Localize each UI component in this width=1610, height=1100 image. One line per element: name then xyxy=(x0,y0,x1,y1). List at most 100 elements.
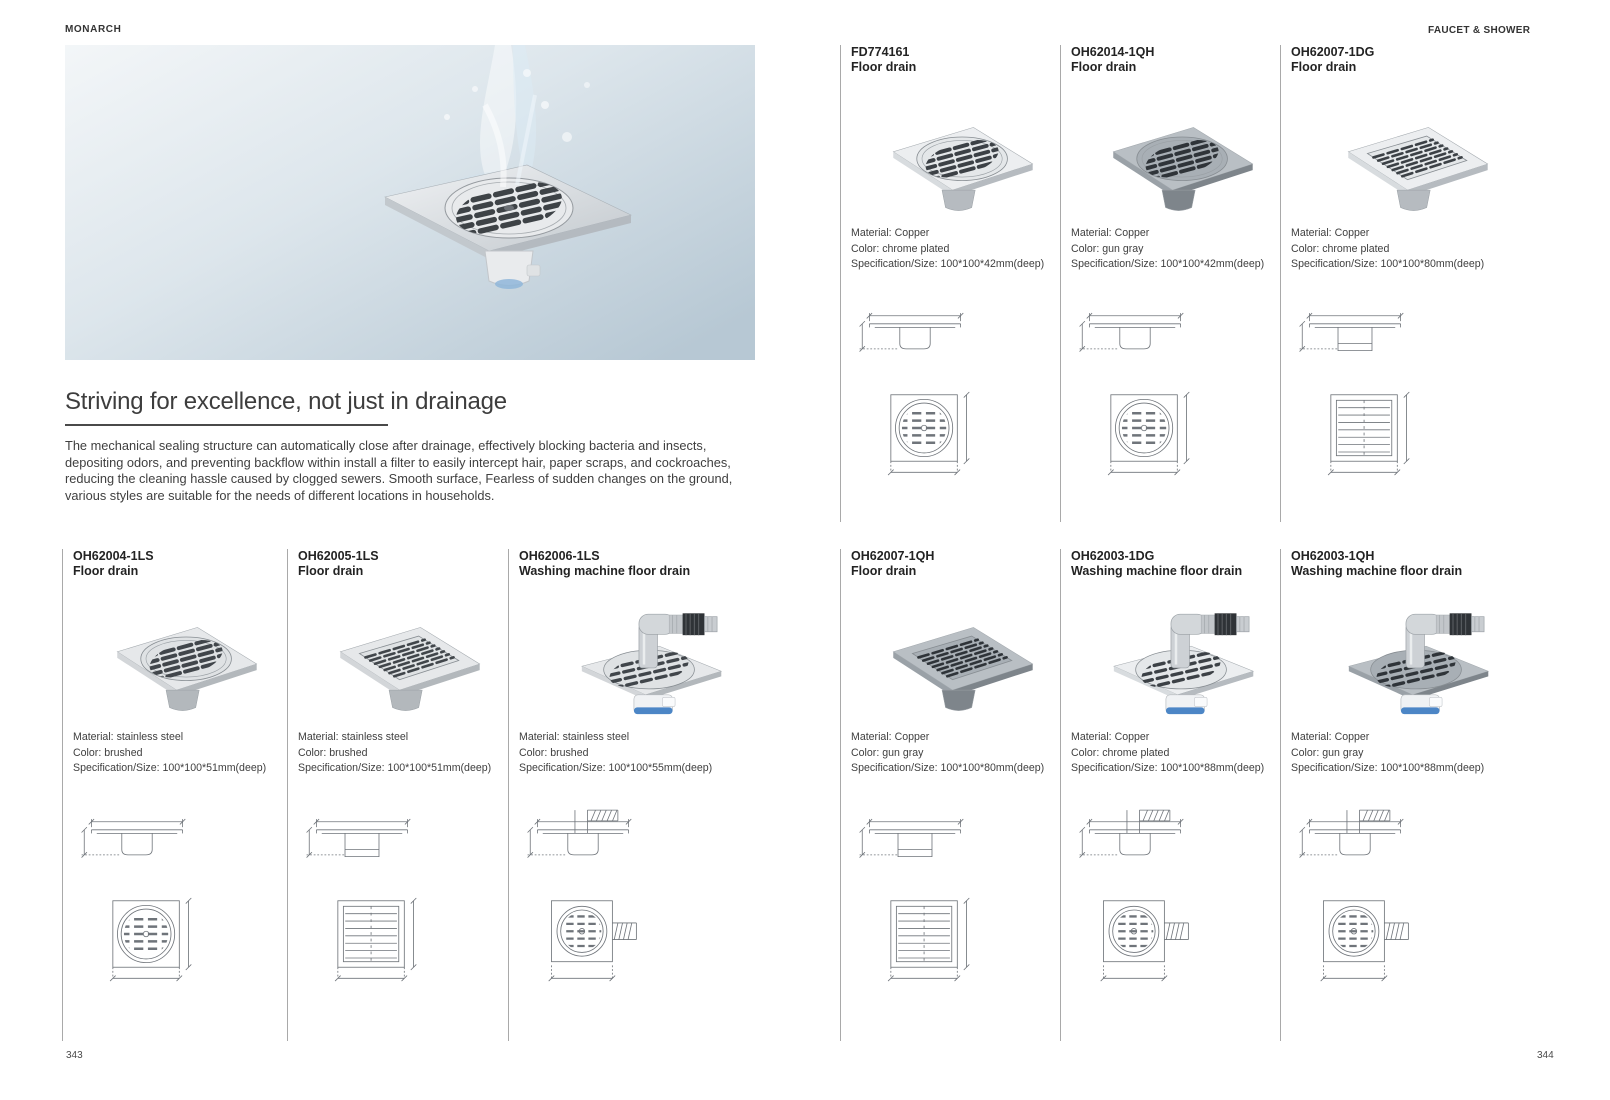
product-code: OH62006-1LS xyxy=(519,549,600,563)
product-color: Color: chrome plated xyxy=(851,242,950,255)
brand-label: MONARCH xyxy=(65,24,122,35)
product-size: Specification/Size: 100*100*42mm(deep) xyxy=(1071,258,1265,270)
category-label: FAUCET & SHOWER xyxy=(1428,25,1531,36)
product-color: Color: chrome plated xyxy=(1071,746,1170,759)
page-number-left: 343 xyxy=(66,1050,83,1061)
product-card: OH62007-1QH Floor drain Material: Copper… xyxy=(840,549,1060,1041)
top-view-drawing xyxy=(533,890,768,995)
product-photo xyxy=(851,594,1060,720)
product-size: Specification/Size: 100*100*51mm(deep) xyxy=(73,762,267,774)
top-view-drawing xyxy=(1085,384,1280,489)
product-photo xyxy=(519,594,768,720)
product-header: OH62007-1QH Floor drain xyxy=(851,549,1060,578)
top-view-drawing xyxy=(87,890,287,995)
product-name: Washing machine floor drain xyxy=(1291,563,1463,578)
product-header: OH62006-1LS Washing machine floor drain xyxy=(519,549,768,578)
product-specs: Material: Copper Color: gun gray Specifi… xyxy=(1291,730,1530,777)
product-material: Material: Copper xyxy=(851,731,930,743)
product-photo xyxy=(1071,594,1280,720)
product-photo xyxy=(1291,594,1530,720)
product-name: Floor drain xyxy=(298,563,364,578)
product-header: FD774161 Floor drain xyxy=(851,45,1060,74)
product-material: Material: stainless steel xyxy=(73,731,184,743)
product-code: OH62004-1LS xyxy=(73,549,154,563)
product-size: Specification/Size: 100*100*88mm(deep) xyxy=(1291,762,1485,774)
product-color: Color: brushed xyxy=(519,746,589,759)
product-size: Specification/Size: 100*100*88mm(deep) xyxy=(1071,762,1265,774)
product-name: Floor drain xyxy=(851,59,917,74)
product-photo xyxy=(1071,96,1280,218)
product-color: Color: gun gray xyxy=(1291,746,1364,759)
product-card: OH62006-1LS Washing machine floor drain xyxy=(508,549,768,1041)
product-header: OH62004-1LS Floor drain xyxy=(73,549,287,578)
product-specs: Material: stainless steel Color: brushed… xyxy=(73,730,287,777)
product-header: OH62007-1DG Floor drain xyxy=(1291,45,1530,74)
product-photo xyxy=(1291,96,1530,218)
product-code: OH62007-1QH xyxy=(851,549,935,563)
product-card: OH62014-1QH Floor drain Material: Copper… xyxy=(1060,45,1280,522)
product-header: OH62005-1LS Floor drain xyxy=(298,549,508,578)
hero-image xyxy=(65,45,755,360)
product-name: Floor drain xyxy=(1291,59,1357,74)
bottom-left-products-section: OH62004-1LS Floor drain Material: stainl… xyxy=(62,549,768,1041)
product-code: FD774161 xyxy=(851,45,910,59)
top-products-section: FD774161 Floor drain Material: Copper Co… xyxy=(840,45,1530,522)
product-material: Material: stainless steel xyxy=(519,731,630,743)
product-specs: Material: Copper Color: chrome plated Sp… xyxy=(1291,226,1530,273)
product-photo xyxy=(851,96,1060,218)
product-specs: Material: Copper Color: gun gray Specifi… xyxy=(1071,226,1280,273)
product-name: Washing machine floor drain xyxy=(519,563,691,578)
product-photo xyxy=(298,594,508,720)
product-card: OH62007-1DG Floor drain Material: Copper… xyxy=(1280,45,1530,522)
heading-underline xyxy=(65,424,388,426)
product-color: Color: gun gray xyxy=(851,746,924,759)
product-name: Washing machine floor drain xyxy=(1071,563,1243,578)
product-material: Material: Copper xyxy=(1291,731,1370,743)
page-number-right: 344 xyxy=(1537,1050,1554,1061)
product-card: FD774161 Floor drain Material: Copper Co… xyxy=(840,45,1060,522)
product-specs: Material: stainless steel Color: brushed… xyxy=(298,730,508,777)
product-material: Material: Copper xyxy=(851,227,930,239)
side-view-drawing xyxy=(1075,297,1280,378)
product-specs: Material: Copper Color: gun gray Specifi… xyxy=(851,730,1060,777)
product-specs: Material: Copper Color: chrome plated Sp… xyxy=(1071,730,1280,777)
product-header: OH62014-1QH Floor drain xyxy=(1071,45,1280,74)
side-view-drawing xyxy=(855,297,1060,378)
product-code: OH62005-1LS xyxy=(298,549,379,563)
product-code: OH62007-1DG xyxy=(1291,45,1375,59)
product-specs: Material: Copper Color: chrome plated Sp… xyxy=(851,226,1060,273)
product-code: OH62003-1DG xyxy=(1071,549,1155,563)
product-size: Specification/Size: 100*100*55mm(deep) xyxy=(519,762,713,774)
product-name: Floor drain xyxy=(73,563,139,578)
side-view-drawing xyxy=(302,803,508,884)
top-view-drawing xyxy=(1305,384,1530,489)
product-size: Specification/Size: 100*100*80mm(deep) xyxy=(1291,258,1485,270)
product-card: OH62004-1LS Floor drain Material: stainl… xyxy=(62,549,287,1041)
product-specs: Material: stainless steel Color: brushed… xyxy=(519,730,768,777)
product-name: Floor drain xyxy=(1071,59,1137,74)
product-color: Color: brushed xyxy=(73,746,143,759)
product-card: OH62005-1LS Floor drain Material: stainl… xyxy=(287,549,508,1041)
top-view-drawing xyxy=(1085,890,1280,995)
side-view-drawing xyxy=(77,803,287,884)
top-view-drawing xyxy=(865,384,1060,489)
product-size: Specification/Size: 100*100*80mm(deep) xyxy=(851,762,1045,774)
product-size: Specification/Size: 100*100*51mm(deep) xyxy=(298,762,492,774)
product-header: OH62003-1DG Washing machine floor drain xyxy=(1071,549,1280,578)
top-view-drawing xyxy=(865,890,1060,995)
top-view-drawing xyxy=(312,890,508,995)
product-photo xyxy=(73,594,287,720)
product-size: Specification/Size: 100*100*42mm(deep) xyxy=(851,258,1045,270)
product-material: Material: Copper xyxy=(1071,227,1150,239)
side-view-drawing xyxy=(1295,297,1530,378)
product-name: Floor drain xyxy=(851,563,917,578)
product-code: OH62003-1QH xyxy=(1291,549,1375,563)
description-text: The mechanical sealing structure can aut… xyxy=(65,438,733,503)
side-view-drawing xyxy=(523,803,768,884)
page-title: Striving for excellence, not just in dra… xyxy=(65,388,507,415)
product-code: OH62014-1QH xyxy=(1071,45,1155,59)
product-material: Material: Copper xyxy=(1071,731,1150,743)
top-view-drawing xyxy=(1305,890,1530,995)
product-color: Color: chrome plated xyxy=(1291,242,1390,255)
